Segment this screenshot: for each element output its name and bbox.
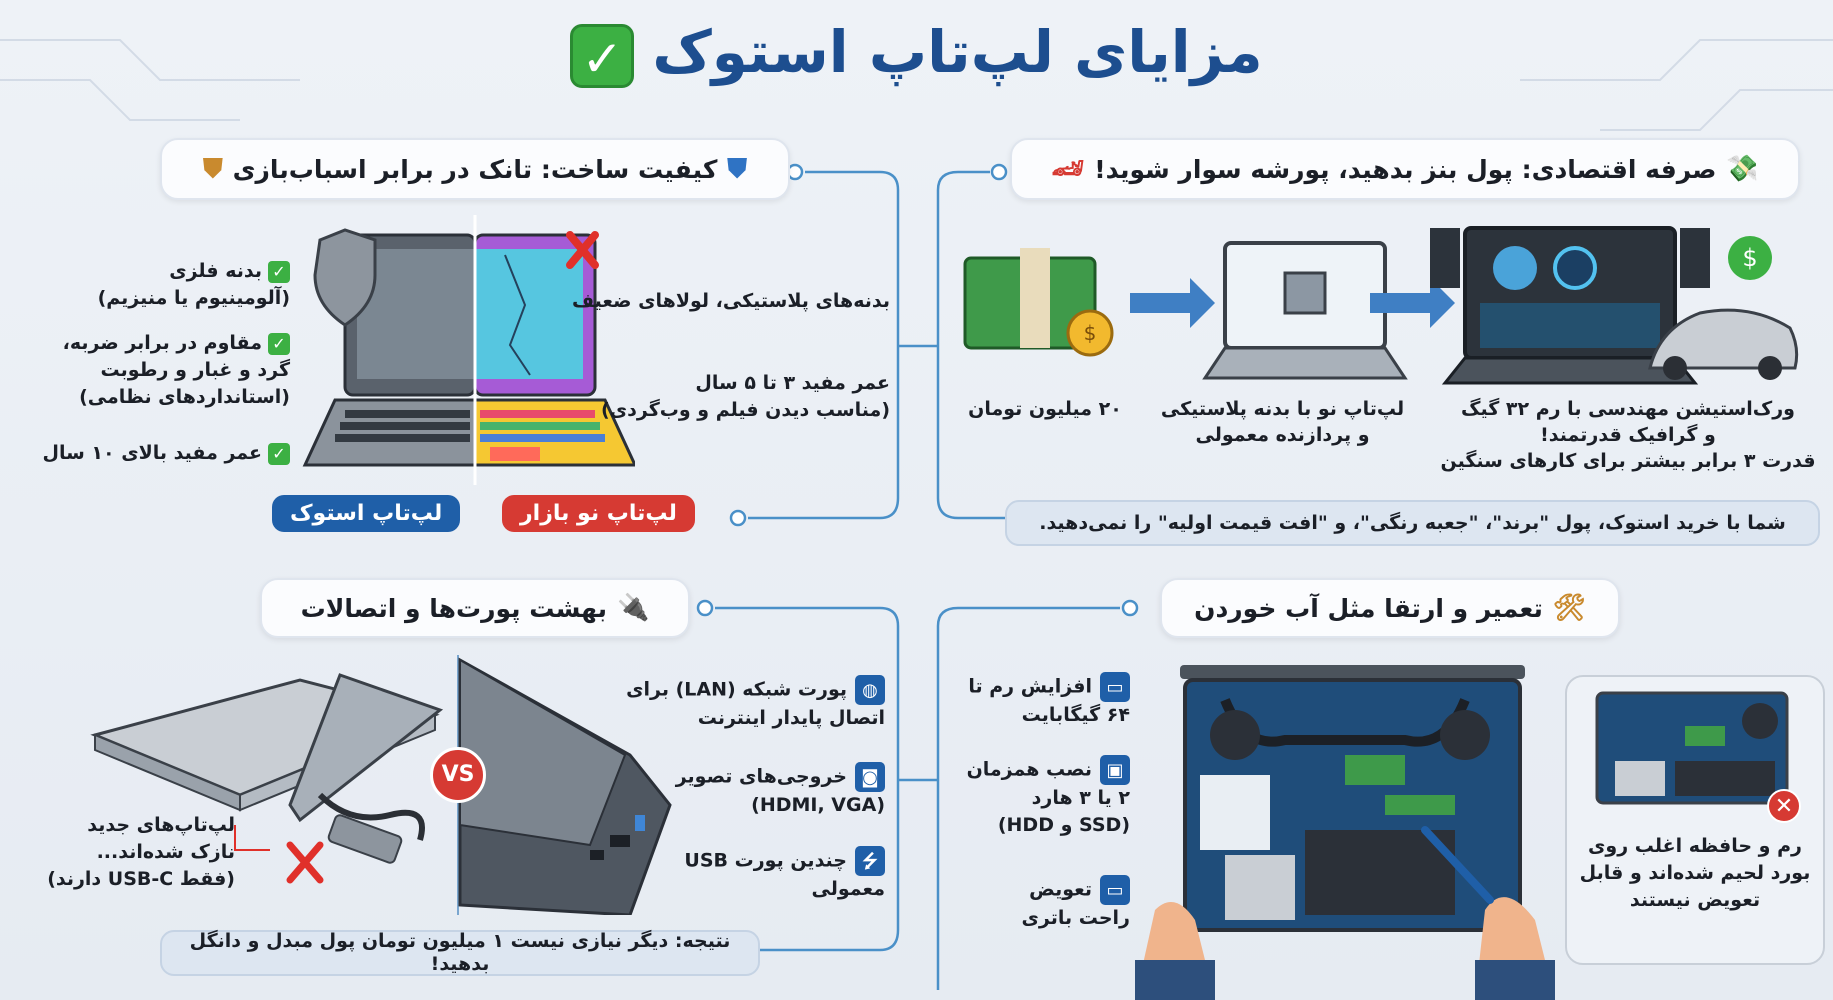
economy-illustrations: $ $ [963,226,1799,385]
workstation-laptop-icon [1430,226,1710,385]
check-icon: ✓ [268,442,290,465]
usb-icon: ⭍ [855,846,885,876]
ram-icon: ▭ [1100,672,1130,702]
economy-note: شما با خرید استوک، پول "برند"، "جعبه رنگ… [1005,500,1820,546]
new-point-lifespan: عمر مفید ۳ تا ۵ سال (مناسب دیدن فیلم و و… [601,372,890,421]
svg-text:$: $ [1742,244,1757,272]
dollar-bubble-icon: $ [1728,236,1772,280]
check-icon: ✓ [268,260,290,283]
economy-header: 💸 صرفه اقتصادی: پول بنز بدهید، پورشه سوا… [1010,138,1800,200]
globe-icon: ◍ [855,675,885,705]
gold-shield-icon: ⛊ [203,153,223,184]
badge-new-laptop: لپ‌تاپ نو بازار [502,495,695,532]
step-money-caption: ۲۰ میلیون تومان [968,398,1122,420]
wrench-screwdriver-icon: 🛠 [1552,593,1586,623]
repair-header: 🛠 تعمیر و ارتقا مثل آب خوردن [1160,578,1620,638]
arrow-right-icon [1130,278,1215,328]
vs-badge: VS [430,747,486,803]
flying-money-icon: 💸 [1726,154,1759,184]
build-quality-header: ⛊ کیفیت ساخت: تانک در برابر اسباب‌بازی ⛊ [160,138,790,200]
blue-shield-icon: ⛊ [727,153,747,184]
x-mark-icon [286,841,324,884]
stock-point-durable: ✓مقاوم در برابر ضربه، گرد و غبار و رطوبت… [62,332,290,408]
battery-icon: ▭ [1100,875,1130,905]
laptop-internals-illustration [1135,665,1555,1000]
repair-feature-battery: ▭تعویض راحت باتری [945,875,1130,932]
ports-comparison-illustration [90,655,672,915]
stock-point-lifespan: ✓عمر مفید بالای ۱۰ سال [20,440,290,467]
plug-icon: 🔌 [617,593,650,623]
race-car-icon: 🏎 [1051,154,1085,184]
x-circle-icon: ✕ [1767,789,1801,823]
soldered-board-illustration [1595,691,1789,805]
plain-laptop-icon [1202,241,1408,380]
repair-feature-drives: ▣نصب همزمان ۲ یا ۳ هارد(SSD و HDD) [945,755,1130,839]
page-title: مزایای لپ‌تاپ استوک✓ [0,18,1833,88]
display-output-icon: ◙ [855,762,885,792]
hard-drive-icon: ▣ [1100,755,1130,785]
ports-note: نتیجه: دیگر نیازی نیست ۱ میلیون تومان پو… [160,930,760,976]
check-icon: ✓ [268,332,290,355]
arrow-right-icon [1370,278,1455,328]
stock-point-metal-body: ✓بدنه فلزی (آلومینیوم یا منیزیم) [97,260,290,309]
badge-stock-laptop: لپ‌تاپ استوک [272,495,461,532]
sports-car-icon [1648,308,1799,380]
repair-feature-ram: ▭افزایش رم تا ۶۴ گیگابایت [945,672,1130,729]
check-mark-icon: ✓ [570,23,635,88]
vs-text: VS [441,762,475,787]
svg-text:$: $ [1084,321,1097,345]
port-feature-usb: ⭍چندین پورت USB معمولی [595,846,885,903]
port-feature-lan: ◍پورت شبکه (LAN) برای اتصال پایدار اینتر… [595,675,885,732]
laptop-comparison-illustration [302,215,635,485]
money-stack-icon: $ [963,248,1114,357]
new-point-plastic: بدنه‌های پلاستیکی، لولاهای ضعیف [572,290,890,312]
port-feature-video: ◙خروجی‌های تصویر (HDMI, VGA) [595,762,885,819]
ports-header: 🔌 بهشت پورت‌ها و اتصالات [260,578,690,638]
